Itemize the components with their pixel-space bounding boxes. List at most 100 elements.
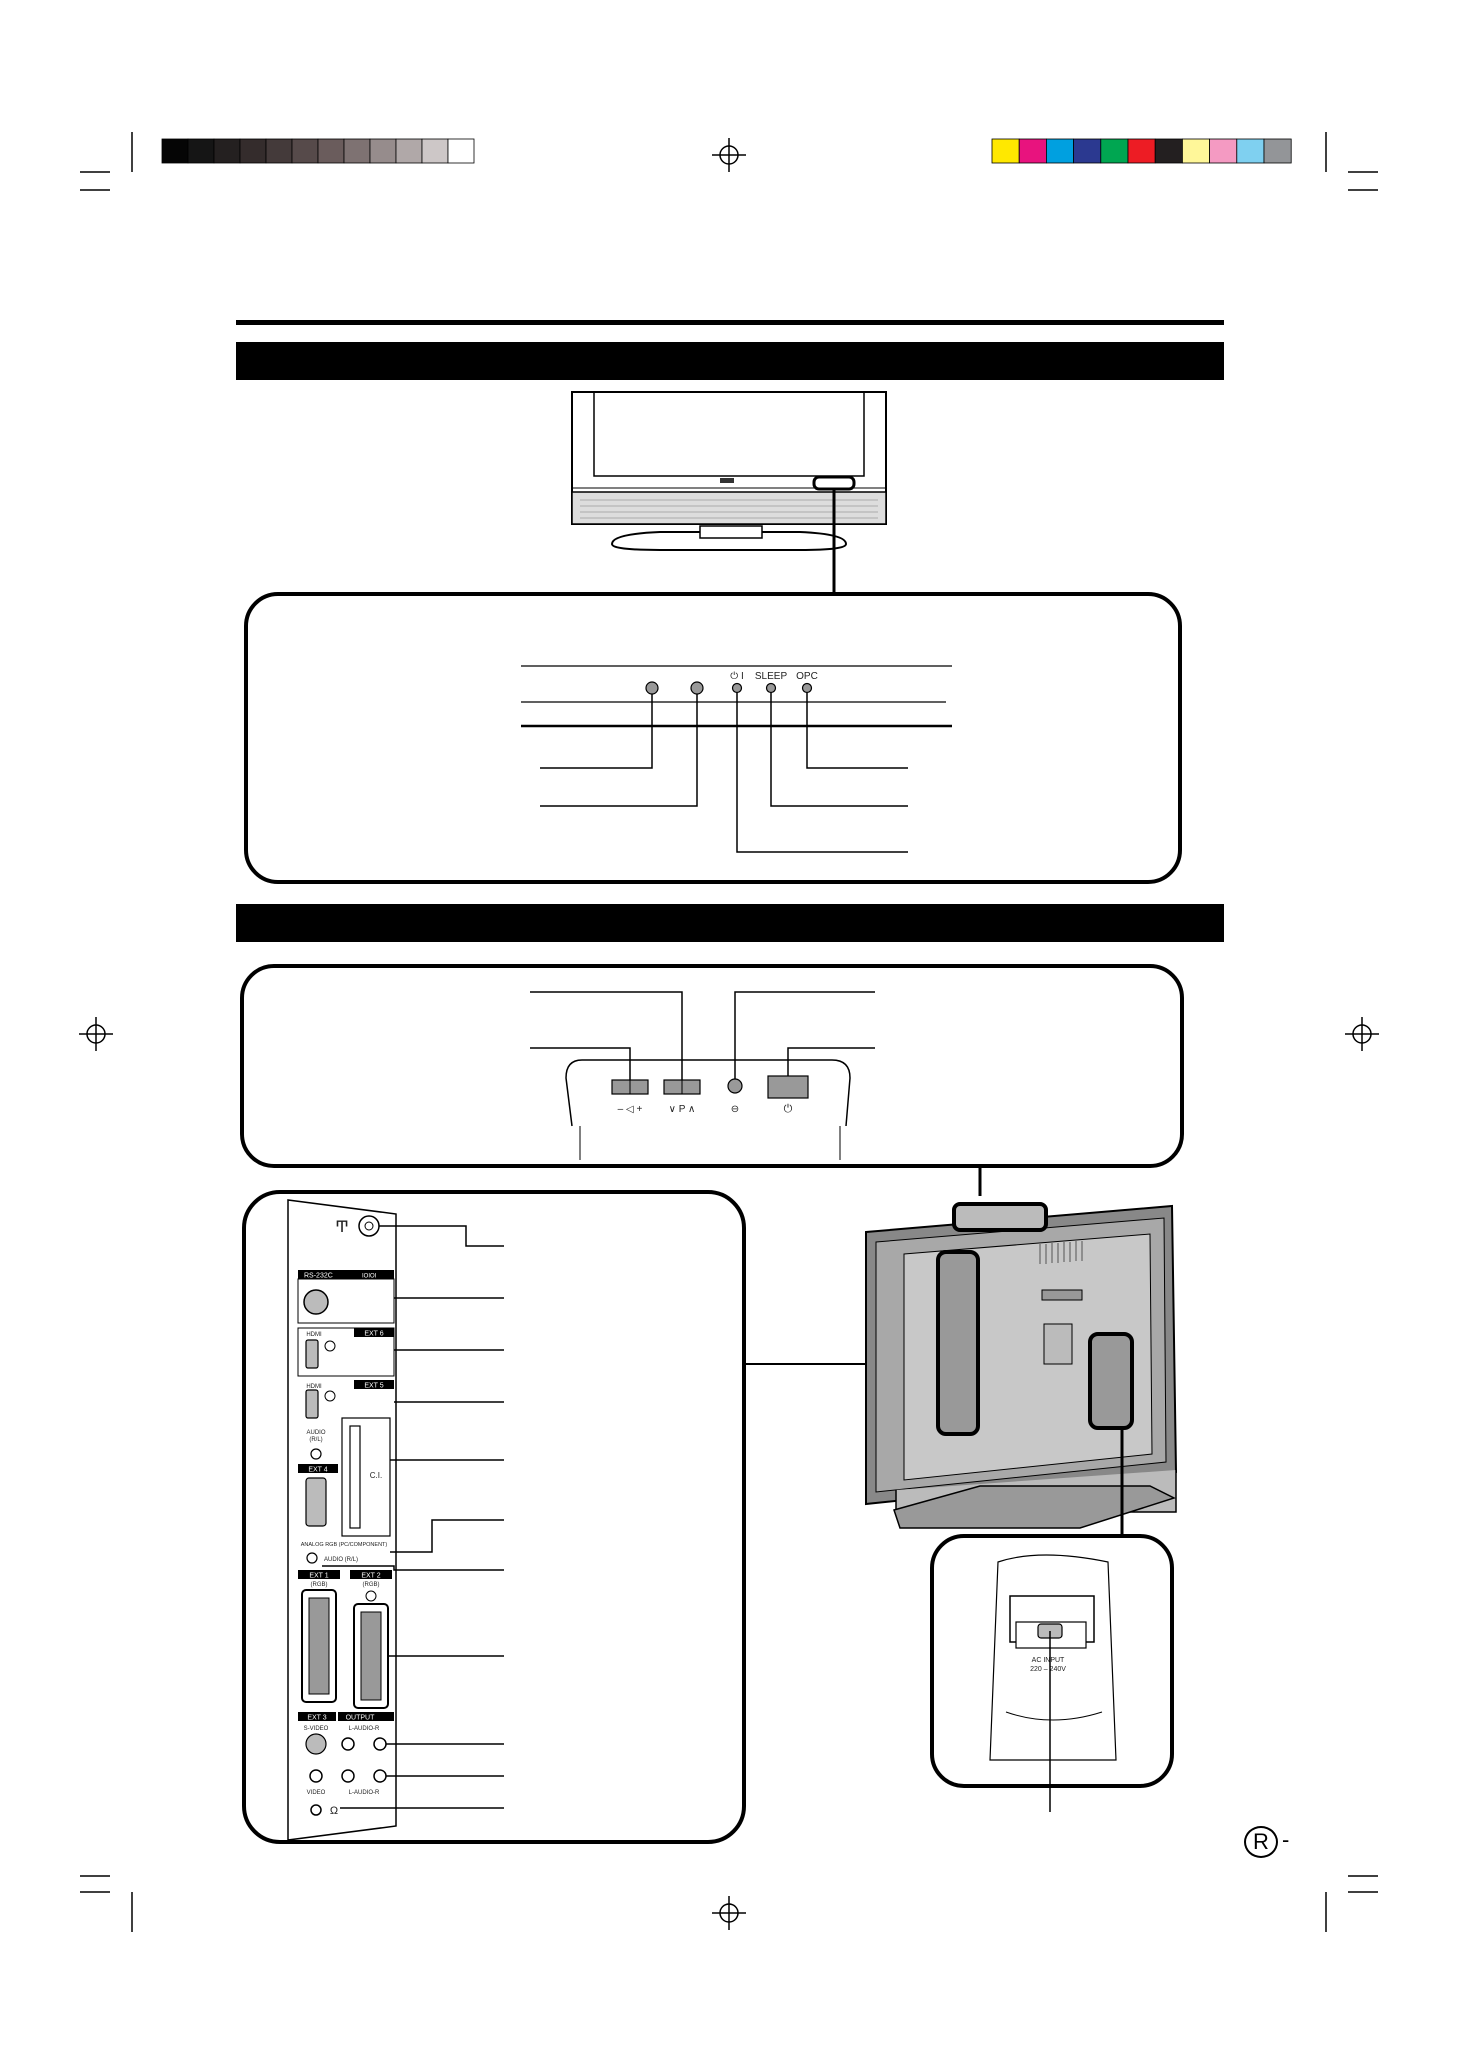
hdmi5-socket [305, 1389, 319, 1419]
power-indicator-label: ⏻ I [730, 671, 743, 682]
registration-target-top [712, 138, 746, 172]
output-audio-r [373, 1737, 387, 1751]
print-swatch [1046, 138, 1075, 164]
registration-target-bottom [712, 1896, 746, 1930]
print-swatch [317, 138, 345, 164]
ext3-audio-r [373, 1769, 387, 1783]
volume-label: – ◁ + [618, 1104, 643, 1115]
print-swatch [291, 138, 319, 164]
ac-input-highlight [1088, 1332, 1134, 1430]
ci-label: C.I. [370, 1471, 382, 1480]
programme-label: ∨ P ∧ [669, 1104, 696, 1115]
registration-target-right [1345, 1017, 1379, 1051]
crop-marks [80, 132, 1378, 1932]
ext1-sub: (RGB) [311, 1582, 328, 1588]
tv-rear-illustration [865, 1202, 1178, 1540]
audio-rl-line-label: AUDIO (R/L) [324, 1557, 358, 1563]
power-indicator-led [731, 682, 743, 694]
ext6-label: EXT 6 [364, 1331, 383, 1338]
section-bar-front [236, 342, 1224, 380]
section-bar-rear [236, 904, 1224, 942]
rs232c-icon: IOIOI [362, 1274, 377, 1280]
print-swatch [395, 138, 423, 164]
hdmi6-label: HDMI [306, 1332, 322, 1338]
ext4-label: EXT 4 [308, 1467, 327, 1474]
header-rule [236, 320, 1224, 325]
opc-indicator-label: OPC [796, 671, 818, 682]
svideo-socket [305, 1733, 327, 1755]
ext2-label: EXT 2 [361, 1573, 380, 1580]
rear-terminal-highlight [936, 1250, 980, 1436]
print-swatch [1073, 138, 1102, 164]
print-swatch [239, 138, 267, 164]
video-socket [309, 1769, 323, 1783]
indicator-led-1 [645, 681, 659, 695]
gray-swatch-bar [161, 138, 475, 164]
color-swatch-bar [991, 138, 1292, 164]
hdmi5-label: HDMI [306, 1384, 322, 1390]
page-dash: - [1282, 1827, 1290, 1852]
opc-indicator-led [801, 682, 813, 694]
registered-mark-icon: R [1244, 1826, 1278, 1858]
svideo-label: S-VIDEO [304, 1726, 329, 1732]
audio5-socket [310, 1448, 322, 1460]
audio-rl-sub: (R/L) [309, 1437, 322, 1443]
print-swatch [1182, 138, 1211, 164]
sleep-indicator-led [765, 682, 777, 694]
print-swatch [343, 138, 371, 164]
print-swatch [421, 138, 449, 164]
audio-rl-label: AUDIO [306, 1430, 325, 1436]
ac-input-panel: AC INPUT 220 – 240V [930, 1534, 1174, 1812]
top-controls-highlight [952, 1202, 1048, 1232]
ac-input-voltage: 220 – 240V [1030, 1666, 1066, 1673]
print-swatch [213, 138, 241, 164]
video-label: VIDEO [307, 1790, 326, 1796]
input-button [727, 1078, 743, 1094]
headphone-symbol: Ω [330, 1805, 338, 1817]
output-label: OUTPUT [346, 1715, 376, 1722]
print-swatch [265, 138, 293, 164]
input-label: ⊖ [731, 1104, 739, 1115]
output-audio-l [341, 1737, 355, 1751]
ext3-label: EXT 3 [307, 1715, 326, 1722]
sleep-indicator-label: SLEEP [755, 671, 788, 682]
headphone-socket [310, 1804, 322, 1816]
print-swatch [187, 138, 215, 164]
front-indicator-panel: ⏻ I SLEEP OPC [244, 592, 1182, 884]
power-button [767, 1075, 809, 1099]
ext1-label: EXT 1 [309, 1573, 328, 1580]
print-swatch [161, 138, 189, 164]
print-swatch [1154, 138, 1183, 164]
audio4-socket [306, 1552, 318, 1564]
print-swatch [447, 138, 475, 164]
print-swatch [1236, 138, 1265, 164]
tv-front-illustration [571, 391, 887, 592]
analog-rgb-label: ANALOG RGB (PC/COMPONENT) [301, 1542, 388, 1548]
antenna-socket [358, 1215, 380, 1237]
top-controls-panel: – ◁ + ∨ P ∧ ⊖ ⏻ [240, 964, 1184, 1168]
ac-input-label: AC INPUT [1032, 1657, 1065, 1664]
registration-target-left [79, 1017, 113, 1051]
vga-socket [305, 1477, 327, 1527]
ext3-audio-l [341, 1769, 355, 1783]
print-swatch [1263, 138, 1292, 164]
ext5-label: EXT 5 [364, 1383, 383, 1390]
power-button-label: ⏻ [784, 1103, 793, 1115]
rs232c-label: RS-232C [304, 1273, 333, 1280]
ext3-audio-label: L-AUDIO-R [349, 1790, 380, 1796]
print-swatch [369, 138, 397, 164]
hdmi6-socket [305, 1339, 319, 1369]
rear-terminal-panel: Ͳ RS-232C IOIOI EXT 6 HDMI EXT 5 HDMI AU… [242, 1190, 746, 1844]
ext2-sub: (RGB) [363, 1582, 380, 1588]
indicator-led-2 [690, 681, 704, 695]
rs232c-socket [303, 1289, 329, 1315]
print-swatch [1100, 138, 1129, 164]
ci-slot [349, 1425, 361, 1529]
print-swatch [1209, 138, 1238, 164]
print-swatch [991, 138, 1020, 164]
print-swatch [1127, 138, 1156, 164]
print-swatch [1018, 138, 1047, 164]
output-audio-label: L-AUDIO-R [349, 1726, 380, 1732]
antenna-symbol: Ͳ [335, 1219, 349, 1236]
